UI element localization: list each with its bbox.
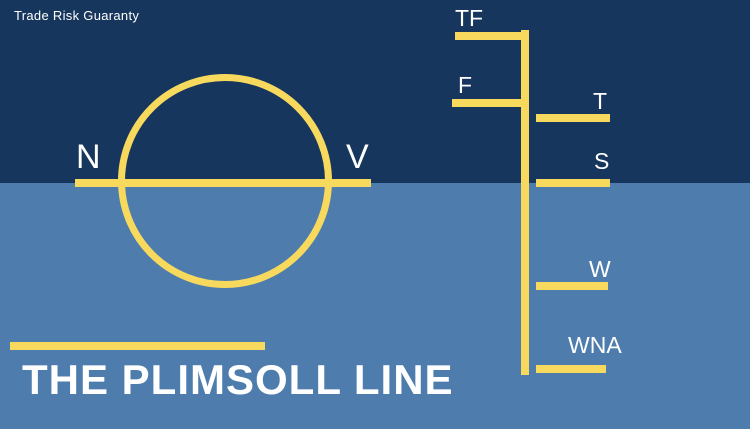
load-line-mark-tf — [455, 32, 529, 40]
load-line-label-tf: TF — [455, 5, 484, 31]
mark-letter-left: N — [76, 138, 101, 176]
load-line-mark-w — [536, 282, 608, 290]
load-line-label-s: S — [594, 148, 610, 174]
page-title: THE PLIMSOLL LINE — [22, 356, 454, 403]
load-line-label-wna: WNA — [568, 332, 622, 358]
load-line-mark-t — [536, 114, 610, 122]
sky-background — [0, 0, 750, 183]
load-line-mark-f — [452, 99, 522, 107]
load-line-label-f: F — [458, 72, 473, 98]
load-line-vertical-bar — [521, 30, 529, 375]
brand-text: Trade Risk Guaranty — [14, 8, 140, 23]
load-line-mark-s — [536, 179, 610, 187]
load-line-label-t: T — [593, 88, 608, 114]
title-accent-bar — [10, 342, 265, 350]
load-line-mark-wna — [536, 365, 606, 373]
mark-letter-right: V — [346, 138, 369, 176]
plimsoll-waterline — [75, 179, 371, 187]
sea-background — [0, 183, 750, 429]
load-line-label-w: W — [589, 256, 611, 282]
